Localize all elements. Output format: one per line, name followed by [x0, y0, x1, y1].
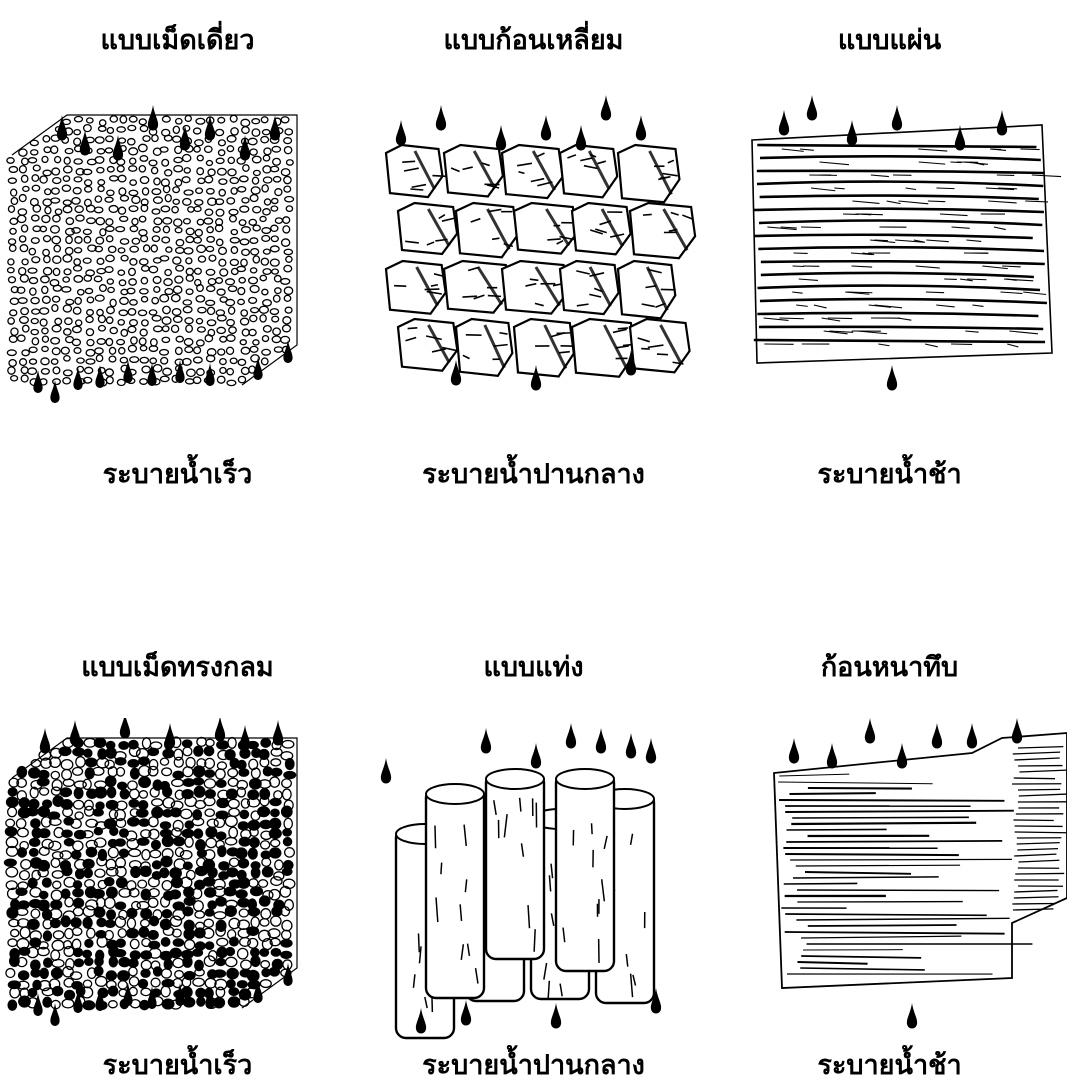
structure-title: ก้อนหนาทึบ: [712, 645, 1067, 688]
structure-title: แบบก้อนเหลี่ยม: [356, 18, 711, 61]
prismatic-soil-block-icon: [356, 718, 711, 1048]
structure-cell-platy: แบบแผ่น ระบายน้ำช้า: [712, 0, 1067, 543]
drainage-caption: ระบายน้ำปานกลาง: [356, 452, 711, 495]
drainage-caption: ระบายน้ำช้า: [712, 1043, 1067, 1086]
structure-title: แบบแผ่น: [712, 18, 1067, 61]
drainage-caption: ระบายน้ำปานกลาง: [356, 1043, 711, 1086]
massive-soil-block-icon: [712, 718, 1067, 1048]
drainage-caption: ระบายน้ำเร็ว: [0, 452, 355, 495]
structure-cell-granular: แบบเม็ดเดี่ยว ระบายน้ำเร็ว: [0, 0, 355, 543]
granular-soil-block-icon: [0, 95, 355, 425]
structure-cell-massive: ก้อนหนาทึบ ระบายน้ำช้า: [712, 543, 1067, 1086]
drainage-caption: ระบายน้ำเร็ว: [0, 1043, 355, 1086]
structure-title: แบบแท่ง: [356, 645, 711, 688]
structure-title: แบบเม็ดทรงกลม: [0, 645, 355, 688]
crumb-soil-block-icon: [0, 718, 355, 1048]
blocky-soil-block-icon: [356, 95, 711, 425]
drainage-caption: ระบายน้ำช้า: [712, 452, 1067, 495]
structure-cell-prismatic: แบบแท่ง ระบายน้ำปานกลาง: [356, 543, 711, 1086]
structure-cell-crumb: แบบเม็ดทรงกลม ระบายน้ำเร็ว: [0, 543, 355, 1086]
structure-title: แบบเม็ดเดี่ยว: [0, 18, 355, 61]
structure-cell-blocky: แบบก้อนเหลี่ยม ระบายน้ำปานกลาง: [356, 0, 711, 543]
platy-soil-block-icon: [712, 95, 1067, 425]
